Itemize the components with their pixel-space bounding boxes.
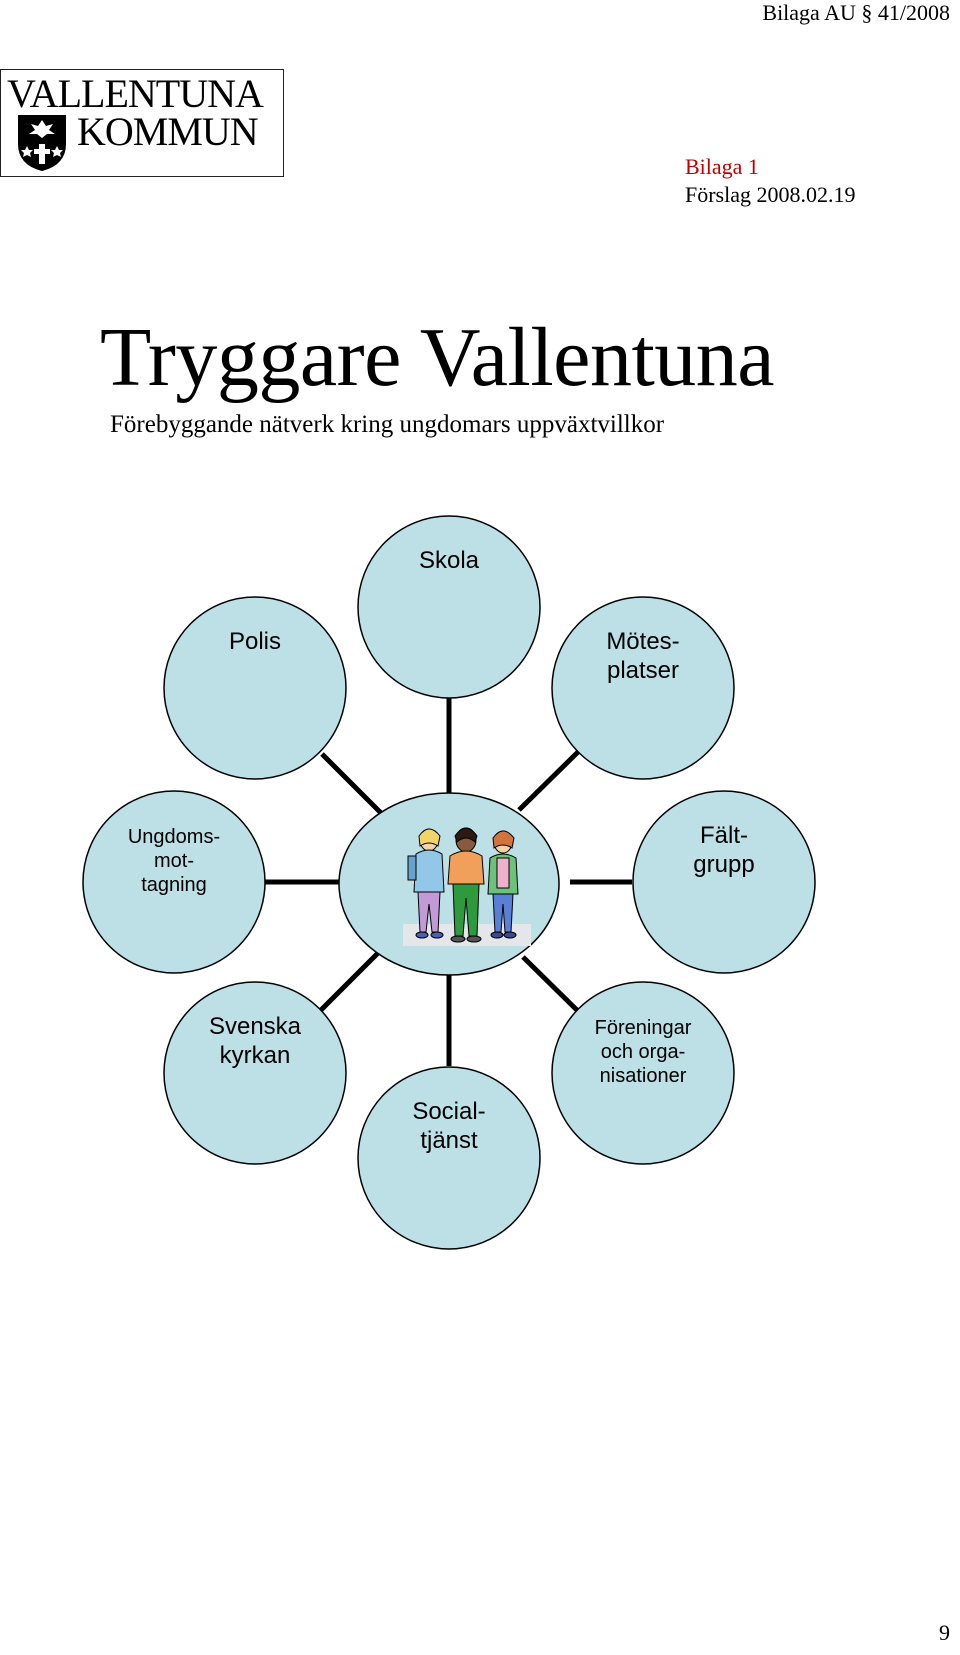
logo-text-vallentuna: VALLENTUNA [7, 71, 264, 116]
node-label-socialtjanst: Social-tjänst [412, 1098, 485, 1154]
connector-lines [260, 698, 632, 1066]
children-illustration [403, 827, 531, 946]
node-label-motesplatser: Mötes-platser [606, 628, 679, 684]
node-label-ungdomsmottagning: Ungdoms-mot-tagning [128, 826, 220, 896]
node-labels: Skola Mötes-platser Fält-grupp Föreninga… [128, 547, 755, 1154]
node-label-line: kyrkan [220, 1042, 291, 1069]
document-reference: Bilaga AU § 41/2008 [762, 0, 950, 25]
node-label-line: och orga- [601, 1041, 686, 1063]
node-label-polis: Polis [229, 628, 281, 655]
node-label-line: Mötes- [606, 628, 679, 655]
node-circle-skola [357, 515, 541, 699]
connector-motesplatser [517, 750, 580, 812]
node-label-line: nisationer [600, 1065, 687, 1087]
page-number: 9 [939, 1620, 950, 1645]
node-label-skola: Skola [419, 547, 480, 574]
node-circle-polis [163, 596, 347, 780]
connector-svenska-kyrkan [314, 949, 382, 1017]
coat-of-arms-icon [18, 115, 66, 172]
page-subtitle: Förebyggande nätverk kring ungdomars upp… [110, 411, 665, 438]
node-circle-motesplatser [551, 596, 735, 780]
node-label-line: grupp [693, 851, 754, 878]
node-label-line: platser [607, 657, 679, 684]
logo-text-kommun: KOMMUN [77, 109, 259, 154]
connector-foreningar [521, 955, 586, 1019]
node-circle-ungdomsmottagning [82, 790, 266, 974]
node-circle-faltgrupp [632, 790, 816, 974]
node-circle-svenska-kyrkan [163, 981, 347, 1165]
node-circle-foreningar [551, 981, 735, 1165]
diagram-circles [82, 515, 816, 1250]
node-label-line: Social- [412, 1098, 485, 1125]
node-label-line: Polis [229, 628, 281, 655]
node-label-line: Svenska [209, 1013, 302, 1040]
annex-label: Bilaga 1 [685, 154, 759, 179]
node-label-faltgrupp: Fält-grupp [693, 822, 754, 878]
proposal-date: Förslag 2008.02.19 [685, 182, 856, 207]
node-label-line: tjänst [420, 1127, 478, 1154]
node-label-line: mot- [154, 850, 194, 872]
page-title: Tryggare Vallentuna [100, 311, 775, 404]
node-label-line: Ungdoms- [128, 826, 220, 848]
connector-polis [320, 752, 388, 820]
node-label-line: Föreningar [595, 1017, 692, 1039]
node-label-line: tagning [141, 874, 207, 896]
municipality-logo: VALLENTUNA KOMMUN [0, 69, 284, 177]
node-label-line: Fält- [700, 822, 748, 849]
annex-block: Bilaga 1 Förslag 2008.02.19 [685, 153, 856, 209]
node-label-line: Skola [419, 547, 480, 574]
node-circle-socialtjanst [357, 1066, 541, 1250]
